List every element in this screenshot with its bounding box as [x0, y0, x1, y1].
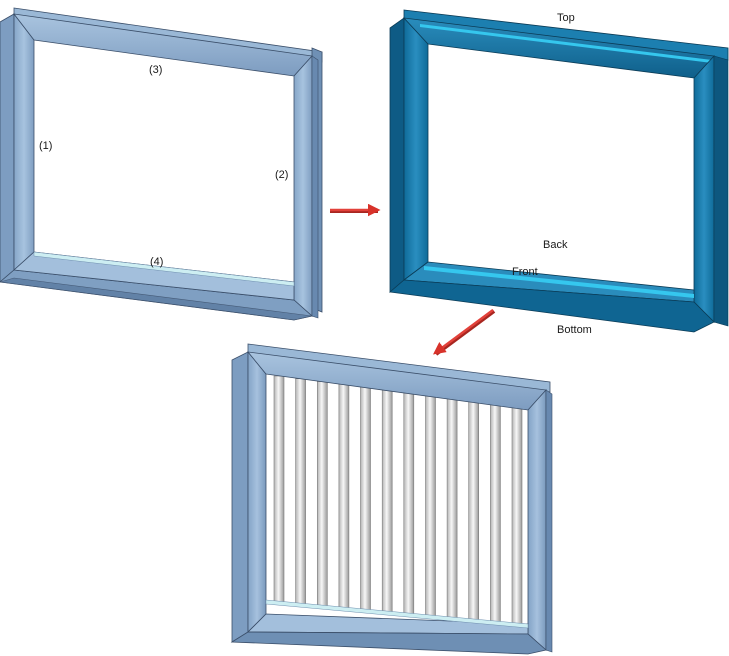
- frame-one-right-stile-edge: [311, 55, 319, 319]
- frame-three: [230, 343, 553, 655]
- frame-three-bar: [490, 402, 501, 623]
- frame-two-label-front: Front: [512, 266, 538, 278]
- frame-three-bar: [295, 378, 306, 607]
- frame-two-left-stile: [389, 17, 405, 293]
- frame-one-left-stile-face: [13, 12, 35, 271]
- frame-three-bar: [446, 397, 458, 619]
- frame-two: Top Back Front Bottom: [389, 9, 729, 336]
- frame-one-left-stile: [0, 13, 15, 283]
- arrow-down-left-icon: [432, 308, 496, 356]
- frame-two-right-stile-edge: [713, 55, 729, 327]
- frame-three-bottom-rail: [230, 631, 547, 655]
- frame-three-bar: [403, 392, 415, 616]
- frame-two-label-top: Top: [557, 12, 575, 24]
- frame-three-left-stile: [231, 351, 249, 643]
- frame-one-label-top: (3): [149, 64, 162, 76]
- frame-three-bar: [468, 400, 480, 621]
- frame-one-bottom-front: [0, 277, 313, 321]
- arrow-right-icon: [330, 203, 381, 217]
- frame-one-right-stile: [293, 54, 313, 317]
- frame-three-bar: [273, 375, 285, 605]
- frame-two-bottom-rail: [389, 279, 715, 333]
- frame-one-glass-strip-bottom: [33, 251, 295, 287]
- frame-two-bottom-accent: [424, 266, 694, 298]
- frame-three-back-top-rail: [247, 343, 551, 393]
- frame-three-bar: [425, 394, 436, 618]
- frame-two-label-back: Back: [543, 239, 568, 251]
- frame-one: (3) (1) (2) (4): [0, 7, 323, 321]
- frame-two-label-bottom: Bottom: [557, 324, 592, 336]
- frame-three-bar: [316, 381, 328, 608]
- frame-three-bar: [360, 386, 371, 612]
- frame-two-top-accent: [420, 24, 712, 63]
- frame-three-left-stile-face: [247, 350, 267, 633]
- frame-three-bar: [511, 405, 523, 625]
- frame-three-bars: [273, 375, 523, 625]
- frame-three-bar: [381, 389, 393, 614]
- frame-three-right-stile: [527, 388, 547, 651]
- frame-two-left-stile-face: [403, 16, 429, 281]
- frame-three-right-stile-edge: [545, 389, 553, 653]
- frame-two-right-stile: [693, 54, 715, 323]
- frame-three-glass-strip-bottom: [265, 599, 529, 629]
- frame-three-bar: [338, 383, 350, 610]
- frame-one-label-right: (2): [275, 169, 288, 181]
- frame-one-label-bottom: (4): [150, 256, 163, 268]
- frame-one-label-left: (1): [39, 140, 52, 152]
